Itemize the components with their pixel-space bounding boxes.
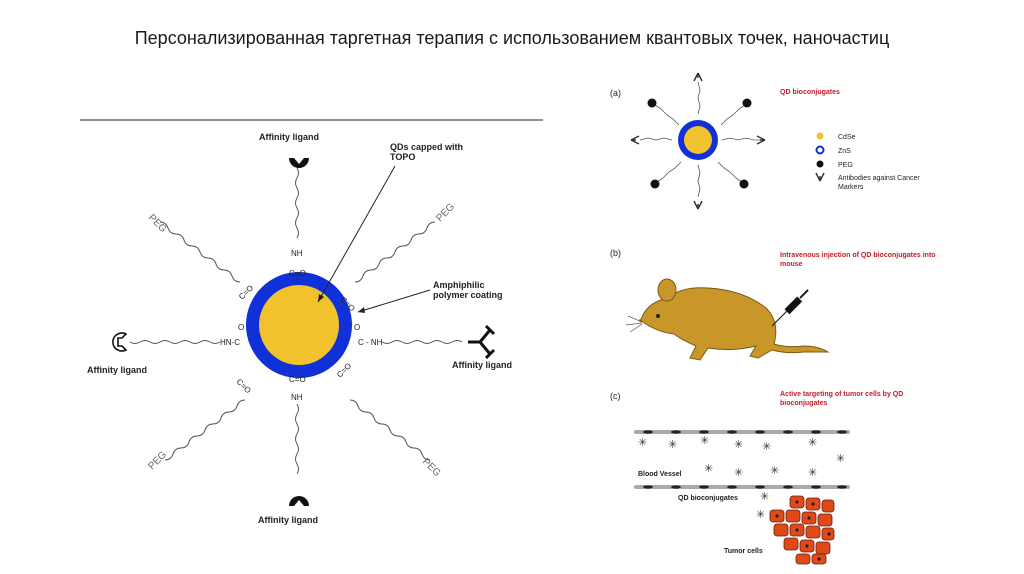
svg-text:✳: ✳ <box>762 441 771 453</box>
affinity-ligand-right: Affinity ligand <box>452 360 512 370</box>
vessel-wall-bottom <box>634 485 850 489</box>
syringe-icon <box>771 289 809 327</box>
svg-text:✳: ✳ <box>734 439 743 451</box>
svg-text:✳: ✳ <box>700 435 709 447</box>
o-right: O <box>354 323 360 332</box>
peg-ul: PEG <box>146 212 169 235</box>
legend-peg: PEG <box>838 162 853 169</box>
qd-bioconjugates-label: QD bioconjugates <box>678 495 738 502</box>
peg-lr: PEG <box>420 456 443 479</box>
svg-text:✳: ✳ <box>668 439 677 451</box>
co-bottom: C=O <box>289 375 306 384</box>
legend-zns: ZnS <box>838 148 851 155</box>
left-diagram: NH C=O NH C=O HN-C C - NH O O C=O C=O C=… <box>80 119 543 525</box>
antibody-right-icon <box>468 324 496 360</box>
tumor-cells <box>769 495 835 565</box>
co-lr: C=O <box>335 361 353 379</box>
blood-vessel-label: Blood Vessel <box>638 471 682 478</box>
qd-particles: ✳ ✳ ✳ ✳ ✳ ✳ ✳ ✳ ✳ ✳ ✳ ✳ ✳ <box>638 435 845 521</box>
panel-b-title-1: Intravenous injection of QD bioconjugate… <box>780 252 936 259</box>
co-ll: C=O <box>235 377 253 395</box>
mouse-icon <box>625 278 830 361</box>
svg-text:✳: ✳ <box>756 509 765 521</box>
panel-c: (c) Active targeting of tumor cells by Q… <box>610 391 903 565</box>
antibody-icon <box>693 72 703 82</box>
hn-c-left: HN-C <box>220 338 240 347</box>
legend-zns-swatch <box>815 145 825 155</box>
co-top: C=O <box>289 269 306 278</box>
svg-text:✳: ✳ <box>808 437 817 449</box>
legend-cdse-swatch <box>816 132 824 140</box>
amphiphilic-line2: polymer coating <box>433 290 503 300</box>
peg-ll: PEG <box>146 449 169 472</box>
svg-text:✳: ✳ <box>836 453 845 465</box>
qd-core-a <box>684 126 712 154</box>
amphiphilic-line1: Amphiphilic <box>433 280 485 290</box>
panel-a-tag: (a) <box>610 88 621 98</box>
legend-antibody: Antibodies against Cancer <box>838 175 920 182</box>
vessel-wall-top <box>634 430 850 434</box>
nh-bottom: NH <box>291 393 303 402</box>
qd-label-line2: TOPO <box>390 152 415 162</box>
legend-cdse: CdSe <box>838 134 856 141</box>
affinity-ligand-bottom-icon <box>289 496 309 506</box>
panel-a: (a) QD bioconjugates CdSe ZnS <box>610 72 920 210</box>
peg-chains <box>129 167 463 475</box>
panel-b: (b) Intravenous injection of QD bioconju… <box>610 248 936 361</box>
legend-peg-swatch <box>816 160 824 168</box>
svg-text:✳: ✳ <box>704 463 713 475</box>
panel-b-title-2: mouse <box>780 261 803 268</box>
co-ul: C=O <box>237 283 255 301</box>
coating-arrow <box>357 289 431 313</box>
svg-text:✳: ✳ <box>760 491 769 503</box>
legend-antibody-2: Markers <box>838 184 864 191</box>
affinity-ligand-left-icon <box>112 332 128 352</box>
cdse-core <box>259 285 339 365</box>
qd-arrow <box>317 165 396 303</box>
qd-label-line1: QDs capped with <box>390 142 463 152</box>
o-left: O <box>238 323 244 332</box>
legend-antibody-swatch <box>815 172 825 182</box>
peg-ur: PEG <box>434 201 457 224</box>
svg-text:✳: ✳ <box>638 437 647 449</box>
affinity-ligand-left: Affinity ligand <box>87 365 147 375</box>
svg-text:✳: ✳ <box>734 467 743 479</box>
nh-top: NH <box>291 249 303 258</box>
panel-c-title-1: Active targeting of tumor cells by QD <box>780 391 903 398</box>
c-nh-right: C - NH <box>358 338 383 347</box>
page-title: Персонализированная таргетная терапия с … <box>134 28 890 48</box>
panel-c-title-2: bioconjugates <box>780 400 828 407</box>
affinity-ligand-top-icon <box>289 158 309 168</box>
svg-text:✳: ✳ <box>770 465 779 477</box>
tumor-cells-label: Tumor cells <box>724 548 763 555</box>
panel-a-title: QD bioconjugates <box>780 89 840 96</box>
affinity-ligand-top: Affinity ligand <box>259 132 319 142</box>
panel-b-tag: (b) <box>610 248 621 258</box>
panel-c-tag: (c) <box>610 391 621 401</box>
peg-dot <box>647 98 657 108</box>
affinity-ligand-bottom: Affinity ligand <box>258 515 318 525</box>
svg-text:✳: ✳ <box>808 467 817 479</box>
